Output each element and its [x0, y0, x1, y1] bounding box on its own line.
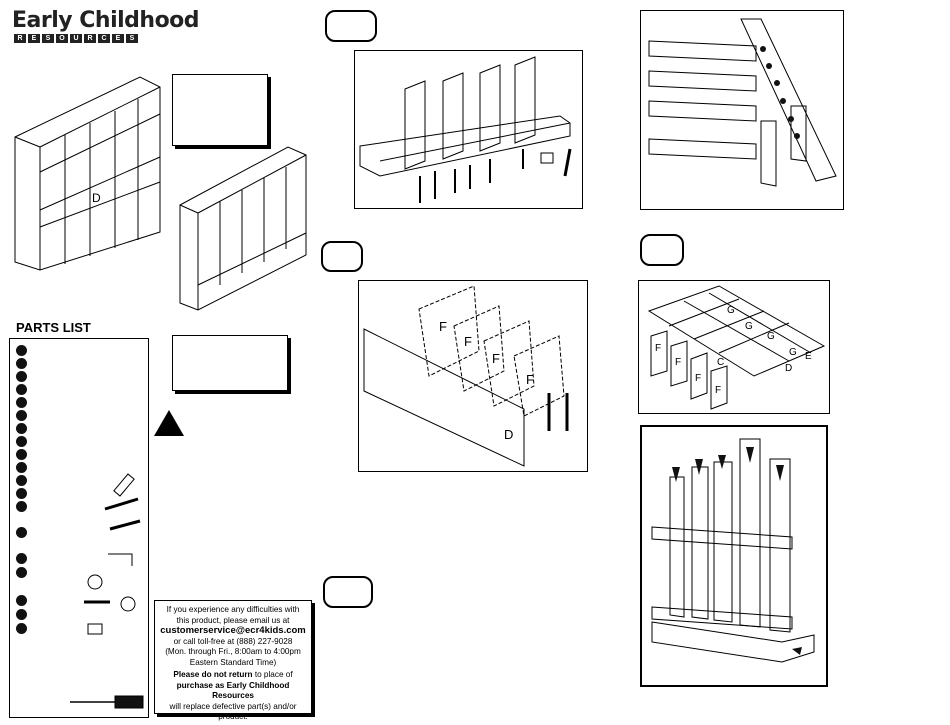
svg-text:F: F [655, 343, 661, 354]
svg-text:F: F [464, 334, 472, 349]
step-3-badge [323, 576, 373, 608]
svg-text:G: G [727, 305, 735, 316]
part-bullet [16, 501, 27, 512]
brand-logo: Early Childhood [12, 8, 200, 33]
part-bullet [16, 358, 27, 369]
contact-info-box: If you experience any difficulties with … [154, 600, 312, 721]
parts-list-title: PARTS LIST [16, 320, 91, 335]
svg-text:E: E [805, 351, 812, 362]
part-bullet [16, 488, 27, 499]
part-bullet [16, 371, 27, 382]
label-d: D [92, 191, 101, 205]
callout-box-top [172, 74, 268, 146]
svg-text:F: F [675, 357, 681, 368]
part-bullet [16, 609, 27, 620]
svg-text:D: D [504, 427, 513, 442]
svg-text:G: G [767, 331, 775, 342]
svg-text:F: F [492, 351, 500, 366]
step-4-panel [640, 10, 844, 210]
part-bullet [16, 449, 27, 460]
step-1-badge [325, 10, 377, 42]
step-2-badge [321, 241, 363, 272]
step-5-badge [640, 234, 684, 266]
part-bullet [16, 527, 27, 538]
part-bullet [16, 436, 27, 447]
svg-text:F: F [715, 385, 721, 396]
callout-box-mid [172, 335, 288, 391]
part-bullet [16, 567, 27, 578]
assembled-cubby-illustration: D [14, 76, 161, 271]
support-email[interactable]: customerservice@ecr4kids.com [160, 625, 306, 636]
part-bullet [16, 475, 27, 486]
svg-text:C: C [717, 357, 724, 368]
parts-list-box [9, 338, 149, 718]
warning-triangle-icon [154, 410, 184, 436]
part-bullet [16, 410, 27, 421]
svg-text:F: F [526, 372, 534, 387]
svg-text:D: D [785, 363, 792, 374]
back-view-cubby-illustration [179, 146, 307, 311]
part-bullet [16, 595, 27, 606]
svg-text:G: G [789, 347, 797, 358]
part-bullet [16, 384, 27, 395]
step-6-panel [640, 425, 828, 687]
part-bullet [16, 345, 27, 356]
part-bullet [16, 397, 27, 408]
svg-text:G: G [745, 321, 753, 332]
step-1-panel [354, 50, 583, 209]
svg-text:F: F [695, 373, 701, 384]
part-bullet [16, 623, 27, 634]
step-2-panel: F F F F D [358, 280, 588, 472]
part-bullet [16, 553, 27, 564]
part-bullet [16, 462, 27, 473]
part-bullet [16, 423, 27, 434]
hardware-illustrations [70, 473, 144, 709]
step-5-panel: F F F F G G G G C E D [638, 280, 830, 414]
svg-text:F: F [439, 319, 447, 334]
